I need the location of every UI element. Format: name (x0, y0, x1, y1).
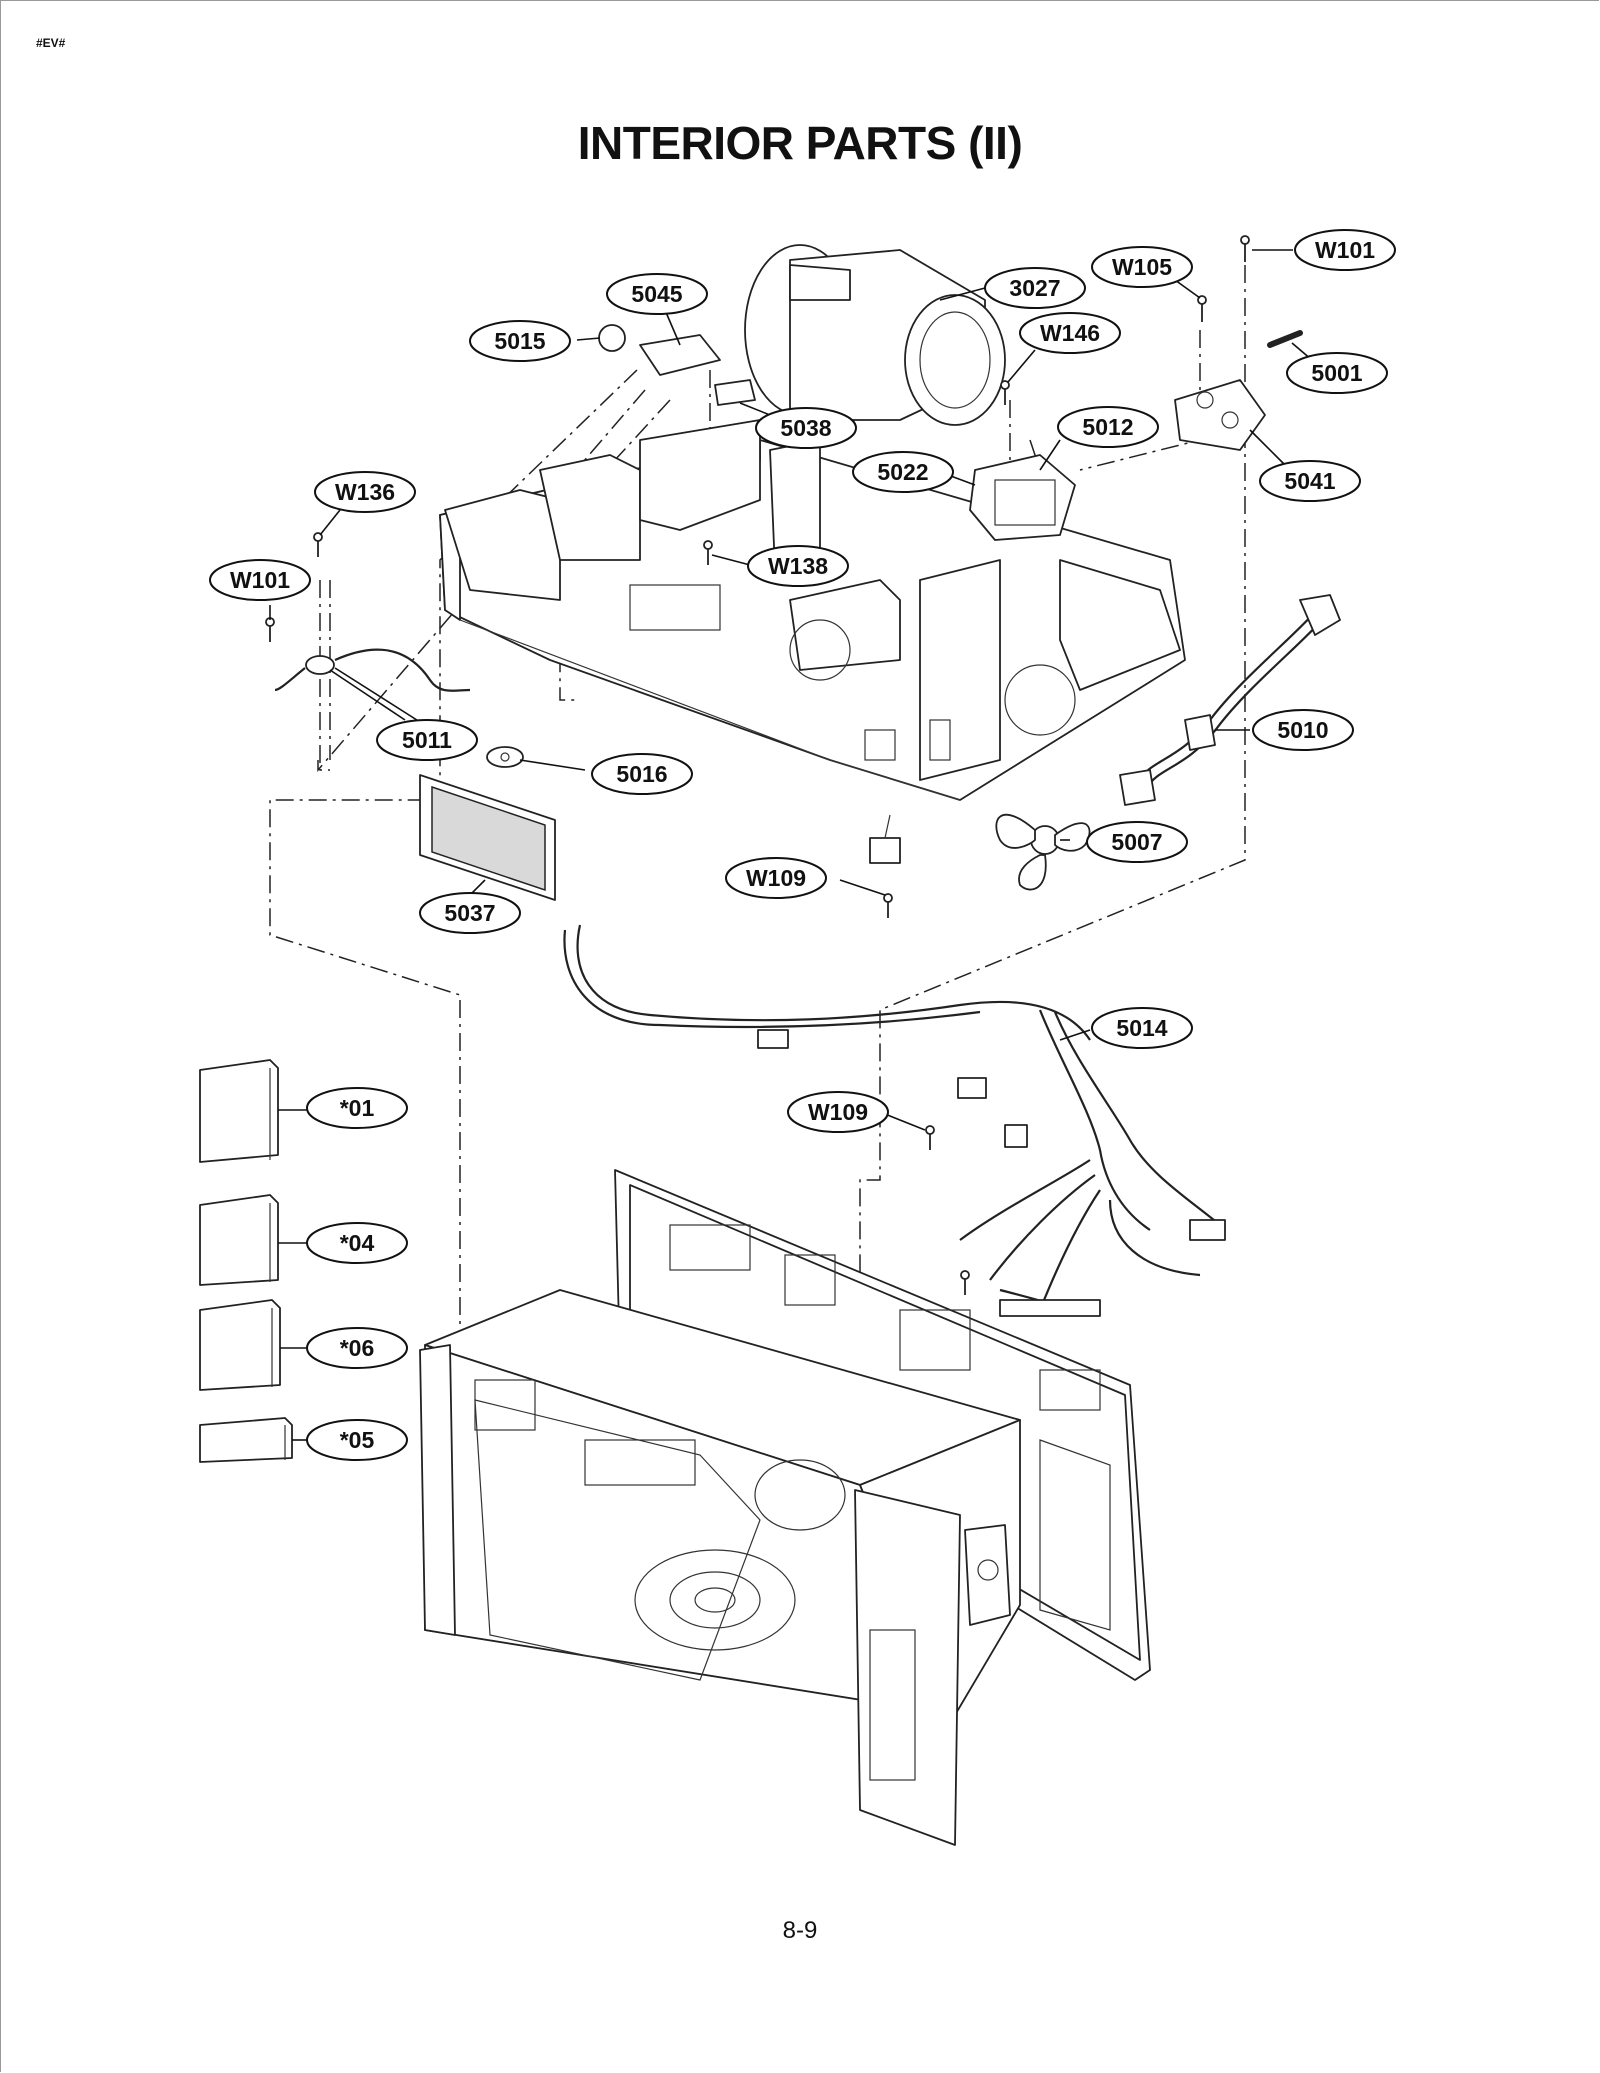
callout-label: *01 (340, 1095, 375, 1121)
packing-box-05 (199, 1417, 293, 1463)
connector-part (869, 814, 901, 864)
callout-5012: 5012 (1057, 406, 1159, 448)
callout-w101-left: W101 (209, 559, 311, 601)
callout-5015: 5015 (469, 320, 571, 362)
callout-06: *06 (306, 1327, 408, 1369)
callout-label: 5045 (631, 281, 682, 307)
callout-label: 5012 (1082, 414, 1133, 440)
page-title: INTERIOR PARTS (II) (577, 117, 1023, 169)
callout-5011: 5011 (376, 719, 478, 761)
callout-label: 5001 (1311, 360, 1362, 386)
grease-filter-5037 (419, 774, 556, 901)
callout-5016: 5016 (591, 753, 693, 795)
callout-w136: W136 (314, 471, 416, 513)
callout-label: 5037 (444, 900, 495, 926)
base-plate-assembly (439, 419, 1186, 801)
callout-5007: 5007 (1086, 821, 1188, 863)
callout-label: *06 (340, 1335, 375, 1361)
screw-icons (265, 235, 1250, 1295)
callout-label: *05 (340, 1427, 375, 1453)
packing-box-01 (199, 1059, 279, 1163)
callout-05: *05 (306, 1419, 408, 1461)
callout-w109-a: W109 (725, 857, 827, 899)
callout-label: 3027 (1009, 275, 1060, 301)
callout-label: W109 (808, 1099, 868, 1125)
callout-5038: 5038 (755, 407, 857, 449)
callout-label: W101 (230, 567, 290, 593)
oven-cavity-chassis (419, 1169, 1151, 1846)
packing-box-06 (199, 1299, 281, 1391)
callout-5010: 5010 (1252, 709, 1354, 751)
callout-label: 5011 (402, 727, 452, 753)
callout-label: W109 (746, 865, 806, 891)
callout-label: W105 (1112, 254, 1172, 280)
document-tag: #EV# (36, 36, 66, 50)
lamp-and-socket (598, 324, 756, 406)
callout-w101-top: W101 (1294, 229, 1396, 271)
callout-04: *04 (306, 1222, 408, 1264)
callout-label: W101 (1315, 237, 1375, 263)
callout-label: 5007 (1111, 829, 1162, 855)
callout-01: *01 (306, 1087, 408, 1129)
motor-5022 (969, 454, 1076, 541)
blower-fan-assembly (744, 244, 1006, 426)
callout-5037: 5037 (419, 892, 521, 934)
callout-label: 5015 (494, 328, 545, 354)
callout-5014: 5014 (1091, 1007, 1193, 1049)
power-cord-5010 (1119, 594, 1341, 806)
fan-blade-5007 (995, 813, 1091, 891)
circuit-board-5041 (1174, 379, 1266, 451)
callout-w146: W146 (1019, 312, 1121, 354)
callout-w138: W138 (747, 545, 849, 587)
callout-label: W136 (335, 479, 395, 505)
callout-5022: 5022 (852, 451, 954, 493)
callout-w105: W105 (1091, 246, 1193, 288)
callout-label: W138 (768, 553, 828, 579)
callout-5045: 5045 (606, 273, 708, 315)
callout-w109-b: W109 (787, 1091, 889, 1133)
callout-label: 5010 (1277, 717, 1328, 743)
callout-label: 5038 (780, 415, 831, 441)
callout-label: 5022 (877, 459, 928, 485)
thermostat-5011 (274, 648, 471, 692)
fuse-5001 (1267, 330, 1303, 348)
callout-label: 5014 (1116, 1015, 1167, 1041)
callout-3027: 3027 (984, 267, 1086, 309)
page-number: 8-9 (782, 1917, 818, 1944)
packing-box-04 (199, 1194, 279, 1286)
callout-label: 5016 (616, 761, 667, 787)
thermostat-5016 (486, 746, 524, 768)
callout-5041: 5041 (1259, 460, 1361, 502)
wire-harness-5014 (563, 924, 1226, 1317)
callout-5001: 5001 (1286, 352, 1388, 394)
callout-label: 5041 (1284, 468, 1335, 494)
callout-label: *04 (340, 1230, 375, 1256)
callout-label: W146 (1040, 320, 1100, 346)
